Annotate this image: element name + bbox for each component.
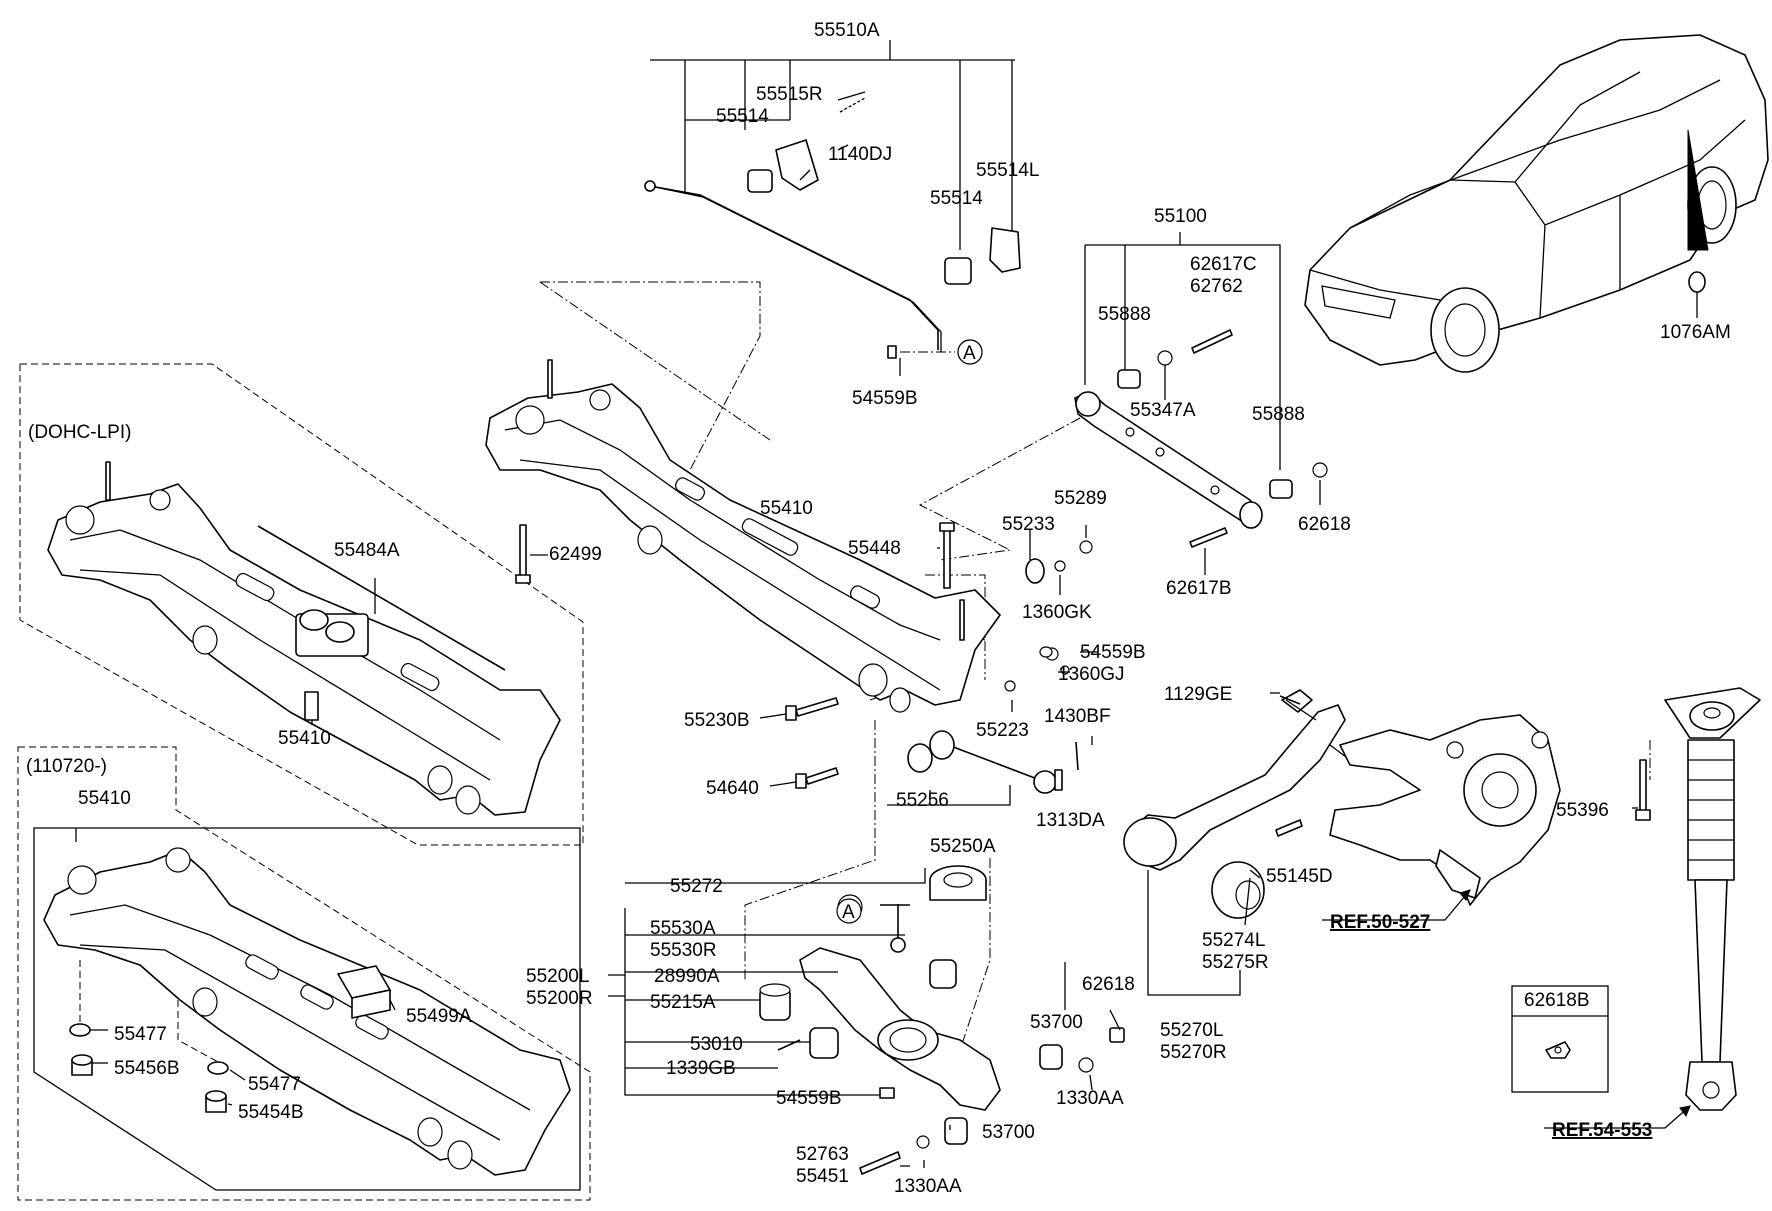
label-callout-A-top: A xyxy=(963,343,976,364)
stabilizer-bar xyxy=(644,59,1021,365)
leader-lines xyxy=(75,40,1698,1168)
label-55233: 55233 xyxy=(1002,514,1055,535)
label-ref-50-527: REF.50-527 xyxy=(1330,912,1430,933)
shock-absorber xyxy=(1635,687,1761,1111)
label-55410-dohc: 55410 xyxy=(278,728,331,749)
label-dohc-lpi: (DOHC-LPI) xyxy=(28,422,131,443)
label-55477-left: 55477 xyxy=(114,1024,167,1045)
label-53700-top: 53700 xyxy=(1030,1012,1083,1033)
label-53700-bottom: 53700 xyxy=(982,1122,1035,1143)
110720-group-outline xyxy=(17,746,591,1201)
label-1360GK: 1360GK xyxy=(1022,602,1092,623)
label-62618B: 62618B xyxy=(1524,990,1590,1011)
label-1313DA: 1313DA xyxy=(1036,810,1105,831)
label-1360GJ: 1360GJ xyxy=(1058,664,1125,685)
label-55396: 55396 xyxy=(1556,800,1609,821)
label-ref-54-553: REF.54-553 xyxy=(1552,1120,1652,1141)
part-box-62618B xyxy=(1511,985,1609,1093)
label-callout-A-bottom: A xyxy=(842,902,855,923)
label-53010: 53010 xyxy=(690,1034,743,1055)
label-55514-right: 55514 xyxy=(930,188,983,209)
crossmember-110720 xyxy=(43,847,571,1176)
label-55274L: 55274L xyxy=(1202,930,1265,951)
vehicle-illustration xyxy=(1304,34,1769,373)
label-54559B-top: 54559B xyxy=(852,388,918,409)
label-110720: (110720-) xyxy=(26,756,107,777)
label-55289: 55289 xyxy=(1054,488,1107,509)
label-55100: 55100 xyxy=(1154,206,1207,227)
label-55272: 55272 xyxy=(670,876,723,897)
dohc-lpi-group-outline xyxy=(19,363,584,846)
label-1330AA-top: 1330AA xyxy=(1056,1088,1124,1109)
label-55514-left: 55514 xyxy=(716,106,769,127)
label-52763: 52763 xyxy=(796,1144,849,1165)
label-55454B: 55454B xyxy=(238,1102,304,1123)
label-55510A: 55510A xyxy=(814,20,880,41)
label-55250A: 55250A xyxy=(930,836,996,857)
crossmember-55410-center xyxy=(485,359,1001,713)
label-55223: 55223 xyxy=(976,720,1029,741)
label-54559B-mid: 54559B xyxy=(1080,642,1146,663)
110720-inner-outline xyxy=(33,827,581,1191)
label-62617B: 62617B xyxy=(1166,578,1232,599)
label-55215A: 55215A xyxy=(650,992,716,1013)
label-55456B: 55456B xyxy=(114,1058,180,1079)
label-1129GE: 1129GE xyxy=(1164,684,1232,705)
label-62618-right: 62618 xyxy=(1298,514,1351,535)
label-28990A: 28990A xyxy=(654,966,720,987)
label-55275R: 55275R xyxy=(1202,952,1269,973)
assist-link-55250A xyxy=(907,730,1079,794)
label-55515R: 55515R xyxy=(756,84,823,105)
label-55200L: 55200L xyxy=(526,966,589,987)
rear-carrier xyxy=(1329,714,1561,906)
label-55230B: 55230B xyxy=(684,710,750,731)
label-55514L: 55514L xyxy=(976,160,1039,181)
upper-arm-55100 xyxy=(1074,244,1328,548)
label-1140DJ: 1140DJ xyxy=(828,144,892,165)
label-55888-top: 55888 xyxy=(1098,304,1151,325)
label-55530A: 55530A xyxy=(650,918,716,939)
label-55270R: 55270R xyxy=(1160,1042,1227,1063)
label-55270L: 55270L xyxy=(1160,1020,1223,1041)
label-55448: 55448 xyxy=(848,538,901,559)
label-1339GB: 1339GB xyxy=(666,1058,736,1079)
label-1076AM: 1076AM xyxy=(1660,322,1731,343)
label-55451: 55451 xyxy=(796,1166,849,1187)
label-55888-right: 55888 xyxy=(1252,404,1305,425)
label-55484A: 55484A xyxy=(334,540,400,561)
label-62762: 62762 xyxy=(1190,276,1243,297)
label-62617C: 62617C xyxy=(1190,254,1257,275)
label-55410-110720: 55410 xyxy=(78,788,131,809)
crossmember-dohc-lpi xyxy=(47,461,561,816)
label-55256: 55256 xyxy=(896,790,949,811)
label-1430BF: 1430BF xyxy=(1044,706,1111,727)
label-62499: 62499 xyxy=(549,544,602,565)
label-54559B-bottom: 54559B xyxy=(776,1088,842,1109)
label-55347A: 55347A xyxy=(1130,400,1196,421)
label-55530R: 55530R xyxy=(650,940,717,961)
label-55499A: 55499A xyxy=(406,1006,472,1027)
label-1330AA-bottom: 1330AA xyxy=(894,1176,962,1197)
part-labels: 55510A 55515R 55514 1140DJ 55514L 55514 … xyxy=(26,20,1731,1197)
bolts-center xyxy=(515,522,1093,789)
label-55200R: 55200R xyxy=(526,988,593,1009)
label-54640: 54640 xyxy=(706,778,759,799)
label-55477-right: 55477 xyxy=(248,1074,301,1095)
label-55410-center: 55410 xyxy=(760,498,813,519)
label-62618-bottom: 62618 xyxy=(1082,974,1135,995)
label-55145D: 55145D xyxy=(1266,866,1333,887)
